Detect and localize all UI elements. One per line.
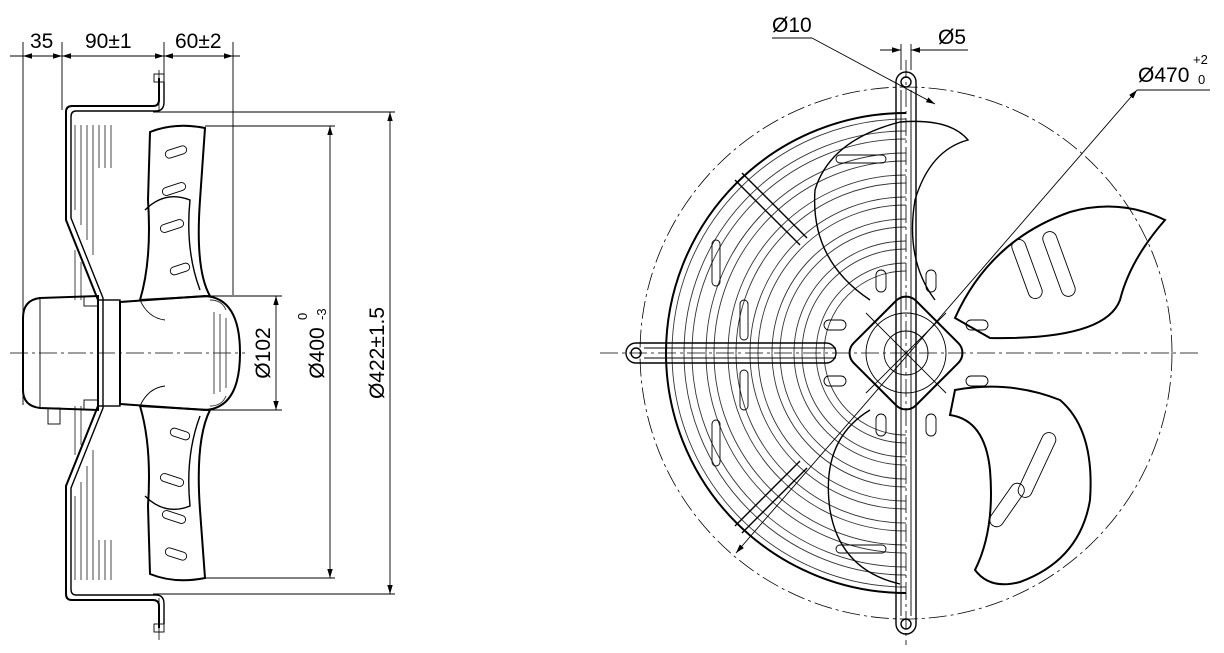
blade-upper <box>138 124 212 302</box>
leader-hole-diameter <box>811 37 936 105</box>
dim-bolt-tol-lower: 0 <box>1198 72 1205 87</box>
dim-fan-diameter: Ø400 <box>306 327 329 378</box>
hub <box>119 294 242 412</box>
dim-blade-depth: 60±2 <box>175 30 222 53</box>
dim-motor-depth: 35 <box>30 30 53 53</box>
blade-lower <box>138 404 212 582</box>
dim-bolt-circle: Ø470 <box>1138 64 1189 87</box>
side-view: 35 90±1 60±2 <box>10 30 395 640</box>
dim-hub-diameter: Ø102 <box>252 327 275 378</box>
guard-ring-stubs <box>74 125 112 580</box>
dim-fan-tol-upper: 0 <box>295 313 310 320</box>
dim-guard-diameter: Ø422±1.5 <box>366 307 389 399</box>
dim-bolt-tol-upper: +2 <box>1193 52 1208 67</box>
dim-guard-depth: 90±1 <box>85 30 132 53</box>
dim-fan-tol-lower: -3 <box>314 308 329 320</box>
front-view: Ø470 +2 0 Ø10 Ø5 <box>600 14 1210 645</box>
dim-wire-diameter: Ø5 <box>938 26 966 49</box>
dim-hole-diameter: Ø10 <box>772 14 812 37</box>
blade-bottom-left <box>827 409 901 585</box>
dim-line-bolt-circle <box>735 89 1138 554</box>
